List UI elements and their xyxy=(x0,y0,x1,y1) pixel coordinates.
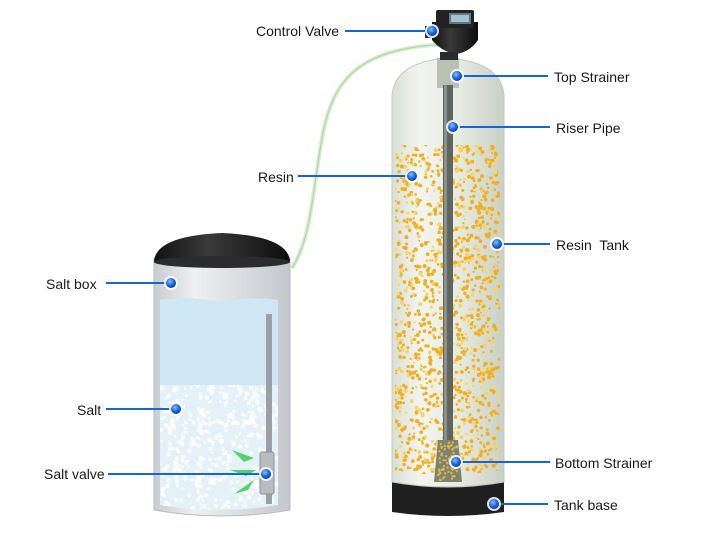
label-salt-box: Salt box xyxy=(46,276,97,292)
label-riser-pipe: Riser Pipe xyxy=(556,120,621,136)
marker-dot-icon xyxy=(166,278,176,288)
label-salt-valve: Salt valve xyxy=(44,466,105,482)
marker-dot-icon xyxy=(407,171,417,181)
marker-dot-icon xyxy=(451,457,461,467)
label-bottom-strainer: Bottom Strainer xyxy=(555,455,653,471)
leader-lines xyxy=(106,24,550,511)
marker-dot-icon xyxy=(261,469,271,479)
salt-box-illustration xyxy=(153,233,291,517)
label-top-strainer: Top Strainer xyxy=(554,69,630,85)
control-valve xyxy=(425,10,478,60)
tank-base xyxy=(392,478,504,516)
label-resin: Resin xyxy=(258,169,294,185)
resin-tank xyxy=(391,10,505,516)
label-resin-tank: Resin Tank xyxy=(556,237,629,253)
marker-dot-icon xyxy=(427,26,437,36)
marker-dot-icon xyxy=(489,499,499,509)
marker-dot-icon xyxy=(452,71,462,81)
label-tank-base: Tank base xyxy=(554,497,618,513)
resin-beads xyxy=(395,145,500,475)
riser-pipe xyxy=(443,85,453,455)
label-salt: Salt xyxy=(77,402,102,418)
marker-dot-icon xyxy=(492,239,502,249)
marker-dot-icon xyxy=(448,122,458,132)
label-control-valve: Control Valve xyxy=(256,23,340,39)
marker-dot-icon xyxy=(171,404,181,414)
